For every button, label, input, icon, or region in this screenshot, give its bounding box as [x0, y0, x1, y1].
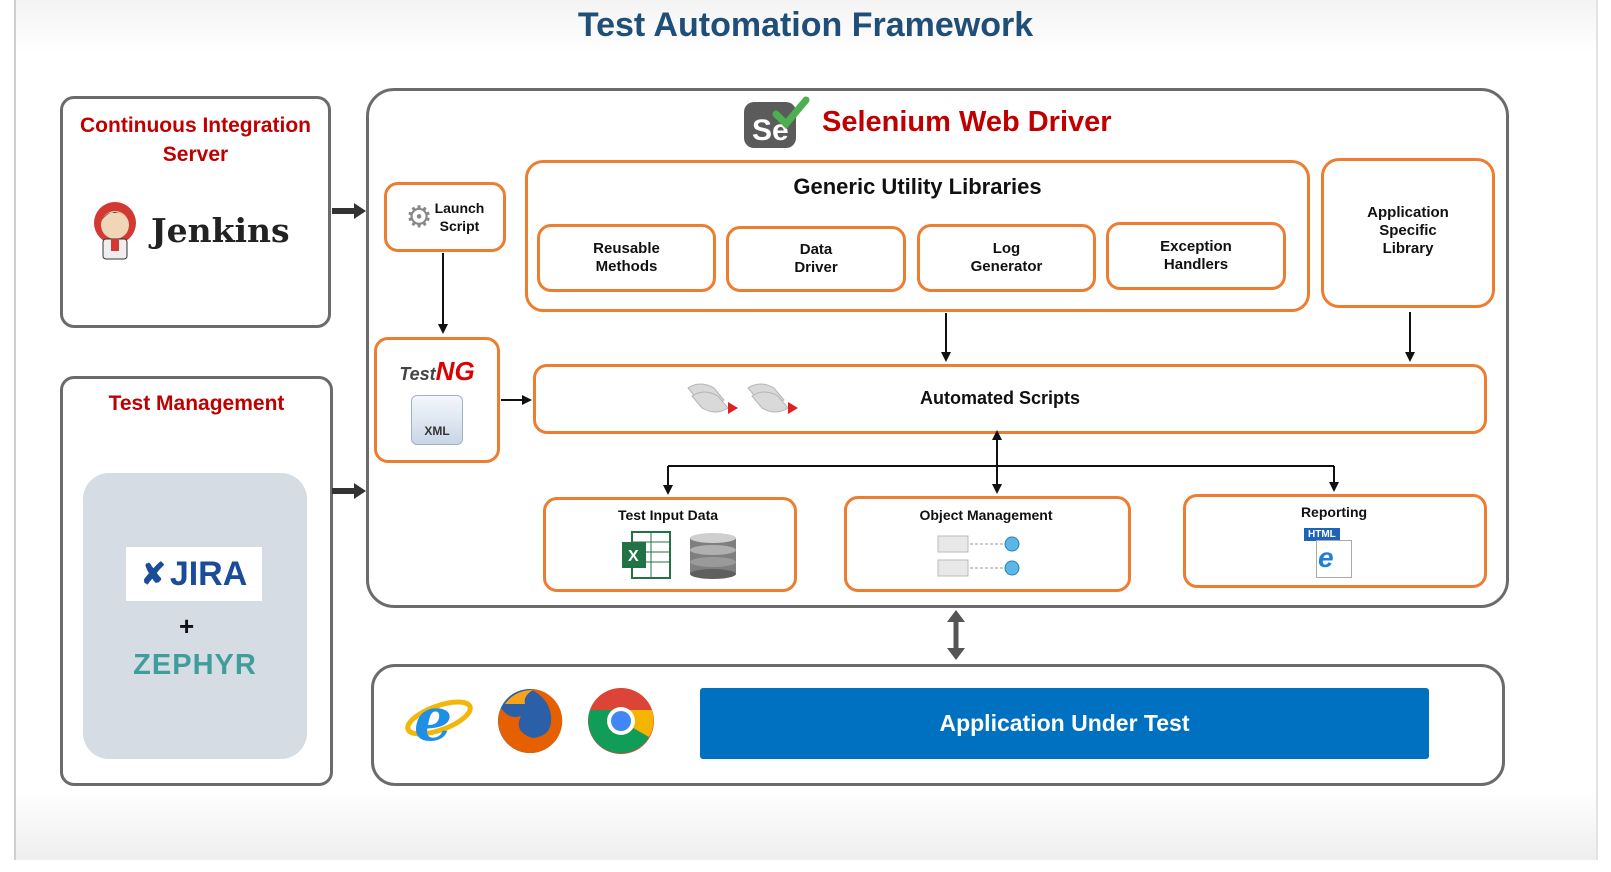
diagram-title: Test Automation Framework [577, 6, 1034, 44]
ci-server-title: Continuous Integration Server [80, 114, 311, 166]
zephyr-label: ZEPHYR [133, 649, 257, 681]
test-management-title: Test Management [108, 392, 285, 415]
log-generator-box: Log Generator [917, 224, 1096, 292]
data-driver-label: Data Driver [794, 241, 838, 276]
excel-icon: X [620, 530, 672, 585]
jira-icon: ✘ [140, 557, 166, 591]
testng-logo-ng: NG [435, 355, 475, 386]
jenkins-logo-icon [91, 199, 139, 268]
testng-logo-test: Test [399, 363, 436, 384]
test-management-panel: Test Management ✘ JIRA + ZEPHYR [60, 376, 333, 786]
test-input-data-label: Test Input Data [617, 507, 719, 523]
application-specific-library-box [1321, 158, 1495, 308]
selenium-title: Selenium Web Driver [822, 106, 1112, 138]
object-management-label: Object Management [919, 507, 1053, 523]
selenium-logo-icon: Se [742, 96, 810, 157]
aut-banner: Application Under Test [700, 688, 1429, 759]
excel-letter: X [628, 548, 639, 565]
aut-label: Application Under Test [939, 710, 1190, 736]
svg-text:e: e [414, 686, 452, 748]
page-icon [1316, 540, 1352, 578]
xml-file-icon: XML [411, 394, 463, 445]
reusable-methods-label: Reusable Methods [593, 240, 660, 275]
html-report-icon: HTML e [1304, 528, 1356, 578]
testng-box: TestNG XML [374, 337, 500, 463]
gear-icon: ⚙ [405, 200, 433, 234]
launch-script-label: Launch Script [434, 200, 485, 234]
reusable-methods-box: Reusable Methods [537, 224, 716, 292]
testng-logo: TestNG [399, 356, 474, 387]
generic-utility-title: Generic Utility Libraries [793, 174, 1042, 199]
firefox-icon [495, 686, 565, 761]
xml-label: XML [424, 423, 450, 438]
automated-scripts-label: Automated Scripts [920, 388, 1081, 408]
automated-scripts-box [533, 364, 1487, 434]
object-map-icon [936, 532, 1026, 587]
jenkins-label: Jenkins [151, 211, 290, 250]
data-driver-box: Data Driver [726, 226, 906, 292]
tool-card [83, 473, 307, 759]
reporting-label: Reporting [1300, 504, 1368, 520]
ie-small-icon: e [1318, 542, 1334, 573]
internet-explorer-icon: e [404, 685, 474, 755]
plus-sign: + [179, 611, 195, 641]
chrome-icon [586, 686, 656, 761]
html-badge: HTML [1304, 528, 1340, 541]
ci-server-panel: Continuous Integration Server Jenkins [60, 96, 331, 328]
jira-logo: ✘ JIRA [126, 547, 262, 601]
jira-label: JIRA [169, 554, 248, 593]
exception-handlers-box: Exception Handlers [1106, 222, 1286, 290]
log-generator-label: Log Generator [970, 240, 1043, 275]
script-icons [684, 378, 804, 423]
database-icon [688, 532, 738, 585]
exception-handlers-label: Exception Handlers [1160, 238, 1232, 273]
launch-script-box: ⚙ Launch Script [384, 182, 506, 252]
application-specific-library-label: Application Specific Library [1367, 204, 1449, 257]
